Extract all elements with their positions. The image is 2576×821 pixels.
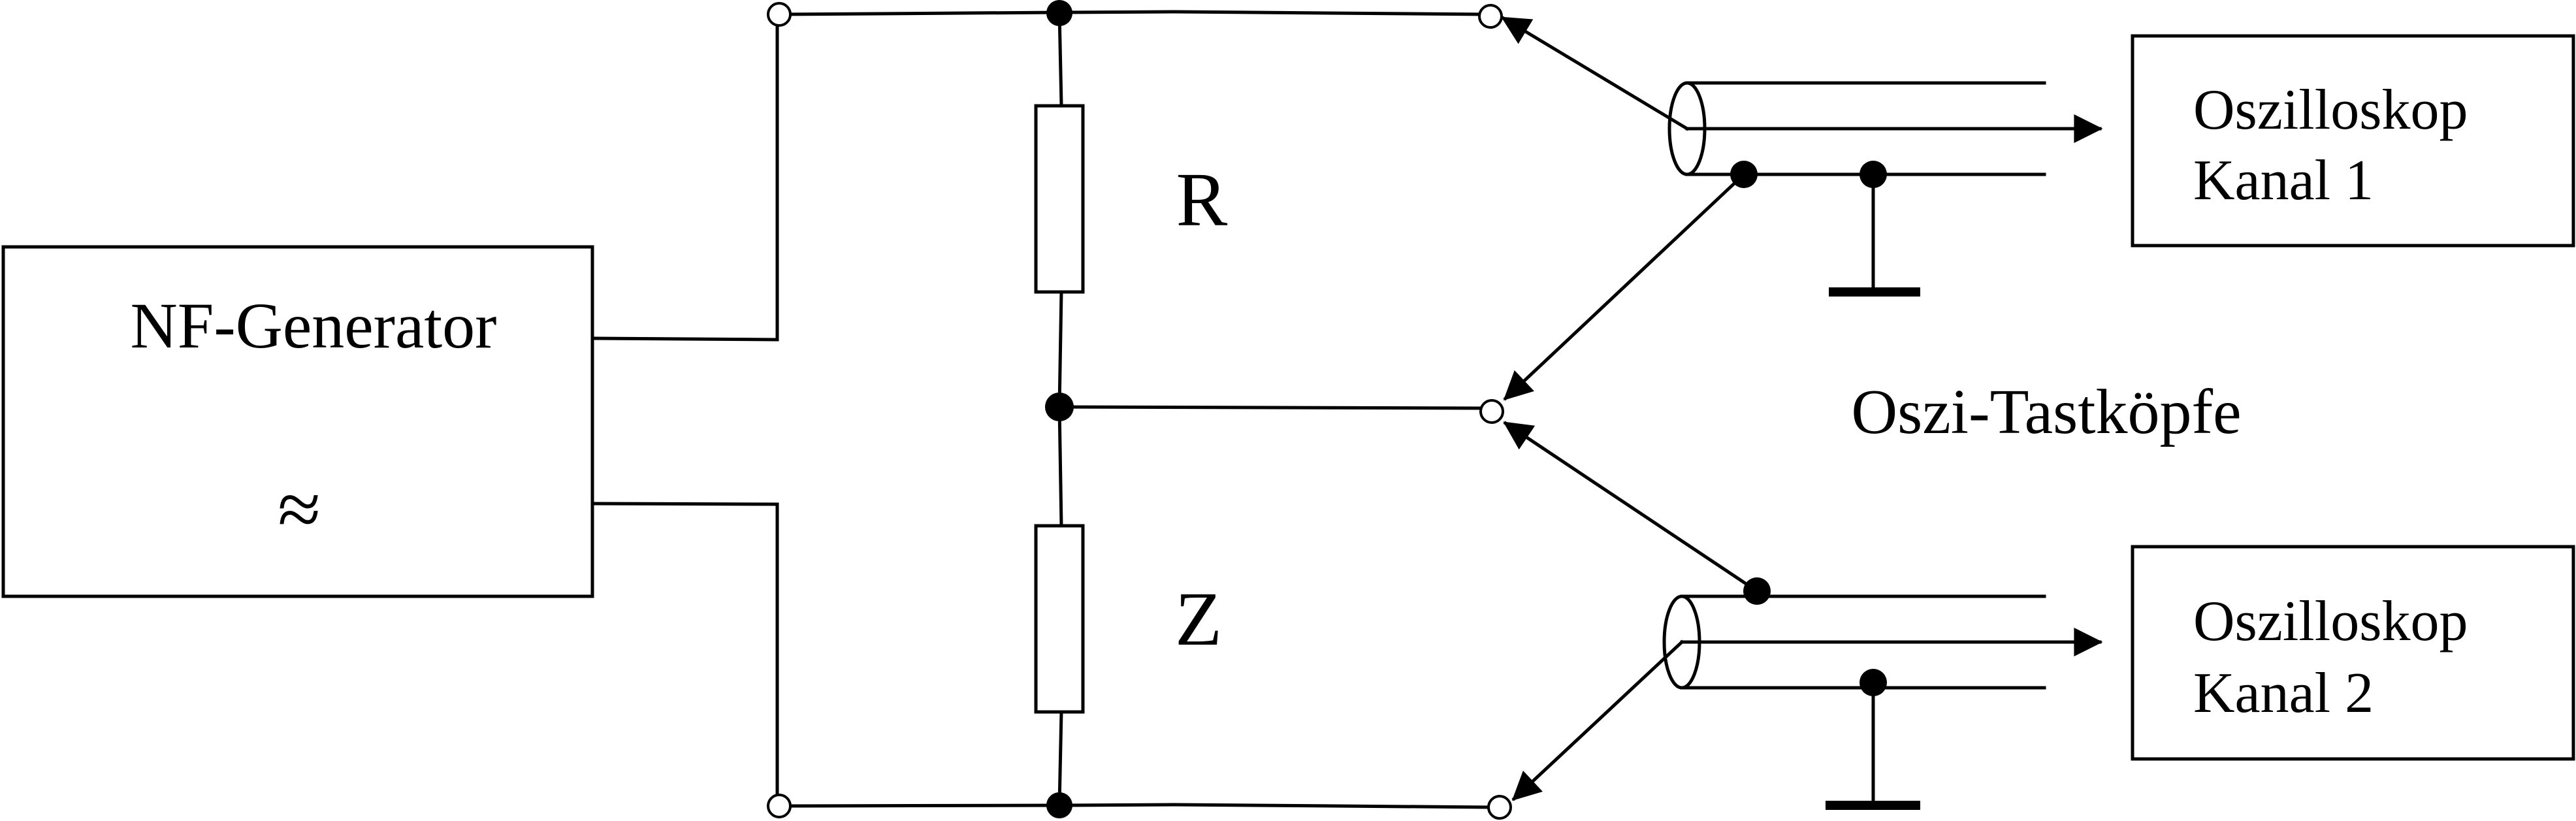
junction-top (1046, 0, 1072, 26)
terminal-probe-bottom (1487, 795, 1512, 820)
junction-bottom (1046, 792, 1072, 818)
top-rail (779, 10, 1488, 16)
scope-channel-2-box (2131, 545, 2575, 761)
terminal-gen-bottom (767, 794, 792, 818)
scope-channel-1-box (2131, 34, 2575, 248)
terminal-gen-top (767, 2, 792, 27)
junction-middle (1045, 393, 1074, 421)
bottom-rail (779, 803, 1498, 809)
impedance-z (1034, 524, 1085, 714)
scope-channel-1-line1: Oszilloskop (2193, 78, 2468, 142)
probes-label: Oszi-Tastköpfe (1851, 377, 2241, 447)
generator-lead-top (590, 12, 779, 342)
middle-rail (1057, 405, 1488, 410)
resistor-label: R (1176, 157, 1228, 242)
impedance-label: Z (1175, 576, 1222, 662)
generator-lead-bottom (590, 502, 779, 807)
generator-label: NF-Generator (131, 289, 497, 362)
generator-symbol: ≈ (278, 466, 321, 553)
chain-wire-upper (1057, 10, 1063, 106)
chain-wire-lower (1057, 710, 1063, 807)
scope-channel-1-line2: Kanal 1 (2193, 149, 2374, 212)
resistor-r (1034, 104, 1085, 294)
probe-2 (1503, 421, 2103, 810)
generator-box (1, 245, 594, 598)
probe-1 (1501, 16, 2103, 401)
terminal-probe-middle (1479, 399, 1504, 424)
scope-channel-2-line2: Kanal 2 (2193, 662, 2374, 725)
scope-channel-2-line1: Oszilloskop (2193, 590, 2468, 653)
terminal-probe-top (1478, 4, 1503, 29)
